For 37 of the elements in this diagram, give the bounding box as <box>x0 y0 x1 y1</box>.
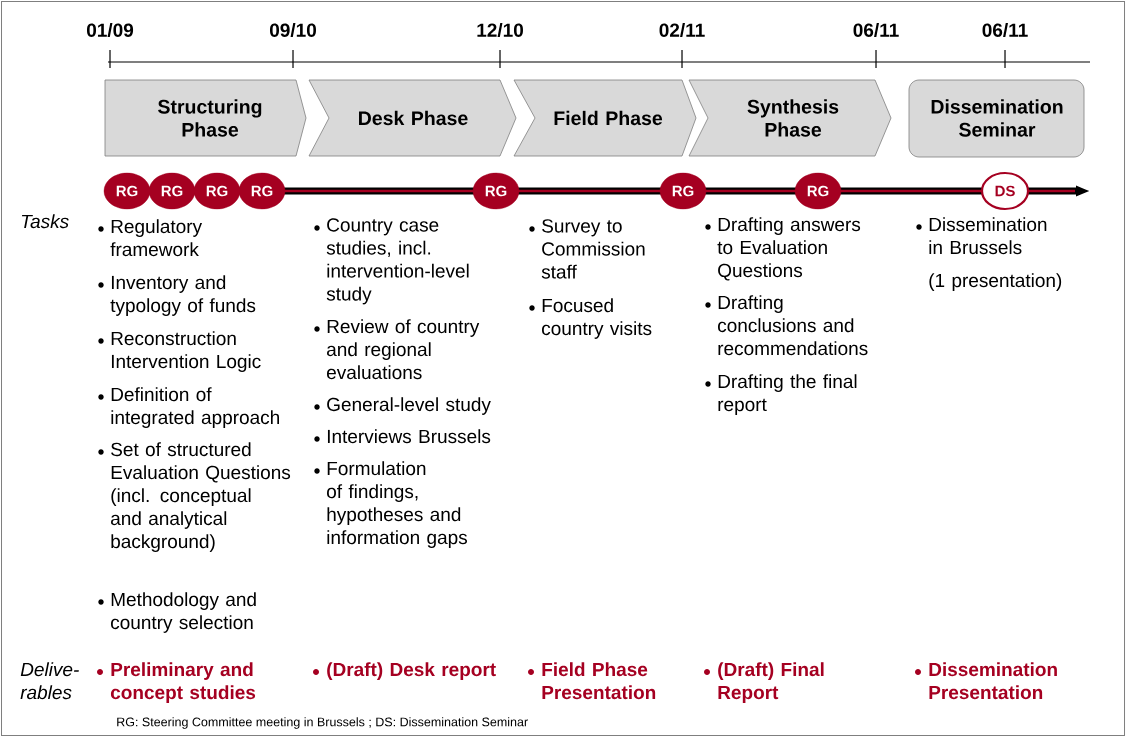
date-label: 01/09 <box>87 22 134 38</box>
task-item: Drafting conclusions and recommendations <box>705 295 868 356</box>
deliverable-item: Field Phase Presentation <box>528 662 656 700</box>
task-item: Regulatory framework <box>98 219 203 257</box>
deliverable-item: (Draft) Final Report <box>704 662 824 703</box>
task-item: Methodology and country selection <box>98 592 256 633</box>
row-heading: Delive- rables <box>20 662 79 700</box>
task-item: Interviews Brussels <box>314 429 491 444</box>
row-heading: Tasks <box>21 214 69 229</box>
task-note: (1 presentation) <box>929 273 1062 291</box>
date-label: 02/11 <box>659 22 705 38</box>
deliverable-item: (Draft) Desk report <box>313 662 496 680</box>
task-item: Focused country visits <box>529 298 652 339</box>
deliverable-item: Preliminary and concept studies <box>97 662 256 703</box>
task-item: Definition of integrated approach <box>98 387 279 428</box>
date-label: 09/10 <box>270 22 316 38</box>
task-item: Review of country and regional evaluations <box>314 319 480 380</box>
phase-box: Dissemination Seminar <box>908 79 1085 158</box>
task-item: General-level study <box>314 397 491 415</box>
task-item: Drafting answers to Evaluation Questions <box>705 217 861 281</box>
task-item: Survey to Commission staff <box>529 219 645 279</box>
phase-box: Field Phase <box>513 79 697 157</box>
phase-box: Desk Phase <box>308 79 517 157</box>
date-label: 06/11 <box>853 22 899 38</box>
task-item: Reconstruction Intervention Logic <box>98 331 261 372</box>
task-item: Dissemination in Brussels <box>916 217 1047 255</box>
phase-box: Synthesis Phase <box>688 79 892 157</box>
footnote: RG: Steering Committee meeting in Brussels ; DS: Dissemination Seminar <box>117 717 528 729</box>
date-label: 12/10 <box>477 22 523 38</box>
task-item: Drafting the final report <box>705 374 857 415</box>
task-item: Inventory and typology of funds <box>98 275 256 316</box>
deliverable-item: Dissemination Presentation <box>915 662 1057 700</box>
task-item: Country case studies, incl. intervention-level study <box>314 218 469 305</box>
date-label: 06/11 <box>982 22 1028 38</box>
phase-box: Structuring Phase <box>104 79 307 157</box>
task-item: Set of structured Evaluation Questions (incl. conceptual and analytical background) <box>98 442 291 552</box>
task-item: Formulation of findings, hypotheses and information gaps <box>314 461 467 548</box>
